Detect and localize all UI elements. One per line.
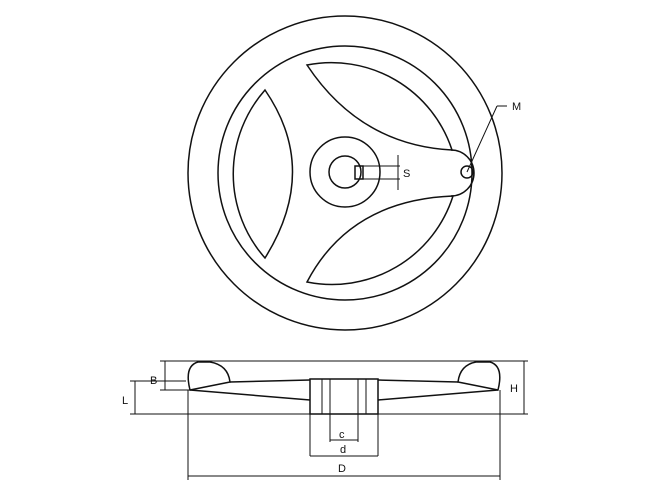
m-leader-line [466, 105, 498, 173]
cutout-bottom [305, 195, 455, 286]
label-l: L [122, 395, 128, 407]
hub-outer-circle [309, 136, 381, 208]
rim-section-right [457, 361, 501, 391]
keyway [354, 165, 364, 180]
label-c: c [339, 429, 345, 441]
label-h: H [510, 383, 518, 395]
bore-circle [328, 155, 362, 189]
handle-boss [450, 149, 475, 197]
rim-outer-circle [187, 15, 503, 331]
side-view: B L H c d D [122, 360, 528, 480]
spoke-left [189, 379, 311, 401]
cutout-left [232, 88, 294, 260]
label-big-d: D [338, 463, 346, 475]
spoke-right [377, 379, 499, 401]
label-s: S [403, 168, 410, 180]
top-view: S M [187, 15, 521, 331]
hub-section [309, 378, 379, 415]
handle-hole [460, 165, 474, 179]
label-d: d [340, 444, 346, 456]
rim-inner-circle [217, 45, 473, 301]
cutout-top [305, 61, 454, 151]
rim-section-left [187, 361, 231, 391]
label-m: M [512, 101, 521, 113]
